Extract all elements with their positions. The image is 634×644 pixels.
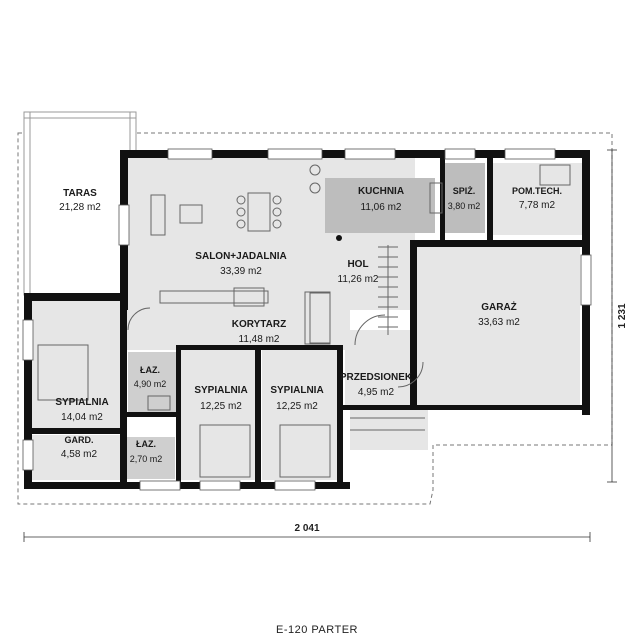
area-laz2: 2,70 m2 bbox=[130, 454, 163, 464]
label-spiz: SPIŻ. bbox=[453, 186, 476, 196]
area-laz1: 4,90 m2 bbox=[134, 379, 167, 389]
label-hol: HOL bbox=[347, 259, 368, 270]
area-sypialnia3: 12,25 m2 bbox=[276, 401, 318, 412]
windows bbox=[22, 148, 592, 491]
furniture bbox=[37, 164, 571, 478]
area-sypialnia2: 12,25 m2 bbox=[200, 401, 242, 412]
label-sypialnia2: SYPIALNIA bbox=[194, 385, 247, 396]
dimension-lines bbox=[23, 149, 617, 542]
label-przedsionek: PRZEDSIONEK bbox=[340, 372, 413, 383]
label-taras: TARAS bbox=[63, 188, 97, 199]
area-garaz: 33,63 m2 bbox=[478, 317, 520, 328]
area-hol: 11,26 m2 bbox=[338, 274, 379, 285]
width-dimension: 2 041 bbox=[294, 523, 319, 534]
area-kuchnia: 11,06 m2 bbox=[361, 202, 402, 213]
label-sypialnia3: SYPIALNIA bbox=[270, 385, 323, 396]
pantry-fill bbox=[445, 163, 485, 233]
kitchen-fill bbox=[325, 178, 435, 233]
area-sypialnia1: 14,04 m2 bbox=[61, 412, 103, 423]
area-taras: 21,28 m2 bbox=[59, 202, 101, 213]
label-pomtech: POM.TECH. bbox=[512, 186, 562, 196]
floor-fill bbox=[29, 155, 582, 480]
bath1-fill bbox=[128, 352, 176, 412]
label-gard: GARD. bbox=[65, 435, 94, 445]
area-pomtech: 7,78 m2 bbox=[519, 200, 556, 211]
area-spiz: 3,80 m2 bbox=[448, 201, 481, 211]
label-garaz: GARAŻ bbox=[481, 300, 517, 313]
area-salon: 33,39 m2 bbox=[220, 266, 262, 277]
label-korytarz: KORYTARZ bbox=[232, 319, 286, 330]
kitchen-marker bbox=[336, 235, 342, 241]
area-przedsionek: 4,95 m2 bbox=[358, 387, 395, 398]
label-salon: SALON+JADALNIA bbox=[195, 251, 286, 262]
plan-caption: E-120 PARTER bbox=[275, 624, 358, 636]
label-kuchnia: KUCHNIA bbox=[358, 186, 404, 197]
room-labels: TARAS 21,28 m2 SALON+JADALNIA 33,39 m2 K… bbox=[55, 186, 562, 464]
height-dimension: 1 231 bbox=[617, 303, 628, 328]
label-sypialnia1: SYPIALNIA bbox=[55, 397, 108, 408]
area-gard: 4,58 m2 bbox=[61, 449, 98, 460]
bath2-fill bbox=[125, 437, 175, 479]
label-laz1: ŁAZ. bbox=[140, 365, 160, 375]
area-korytarz: 11,48 m2 bbox=[239, 334, 280, 345]
label-laz2: ŁAZ. bbox=[136, 439, 156, 449]
